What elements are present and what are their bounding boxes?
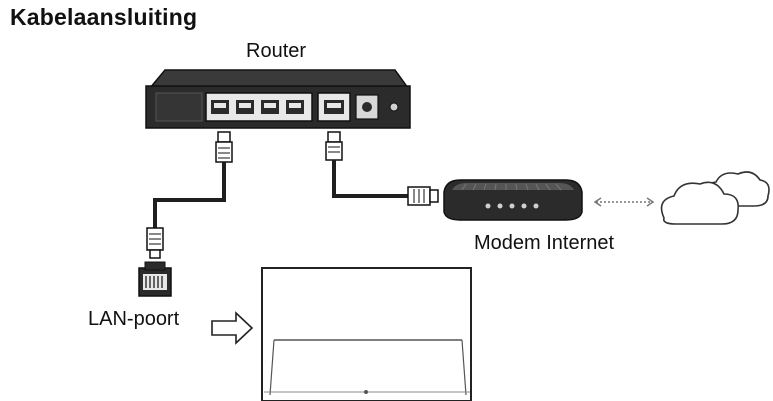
router-icon (145, 69, 411, 129)
page-title: Kabelaansluiting (10, 4, 198, 30)
lan-cable (146, 131, 233, 259)
rj45-plug-icon (138, 261, 172, 297)
wan-cable (325, 131, 439, 206)
arrow-right-outline-icon (211, 311, 254, 345)
internet-link (593, 197, 655, 207)
router-label: Router (246, 40, 307, 62)
cloud-icon (660, 171, 770, 225)
lan-port-label: LAN-poort (88, 308, 180, 330)
modem-icon (443, 179, 583, 221)
tv-icon (261, 267, 472, 401)
modem-label: Modem Internet (474, 232, 615, 254)
